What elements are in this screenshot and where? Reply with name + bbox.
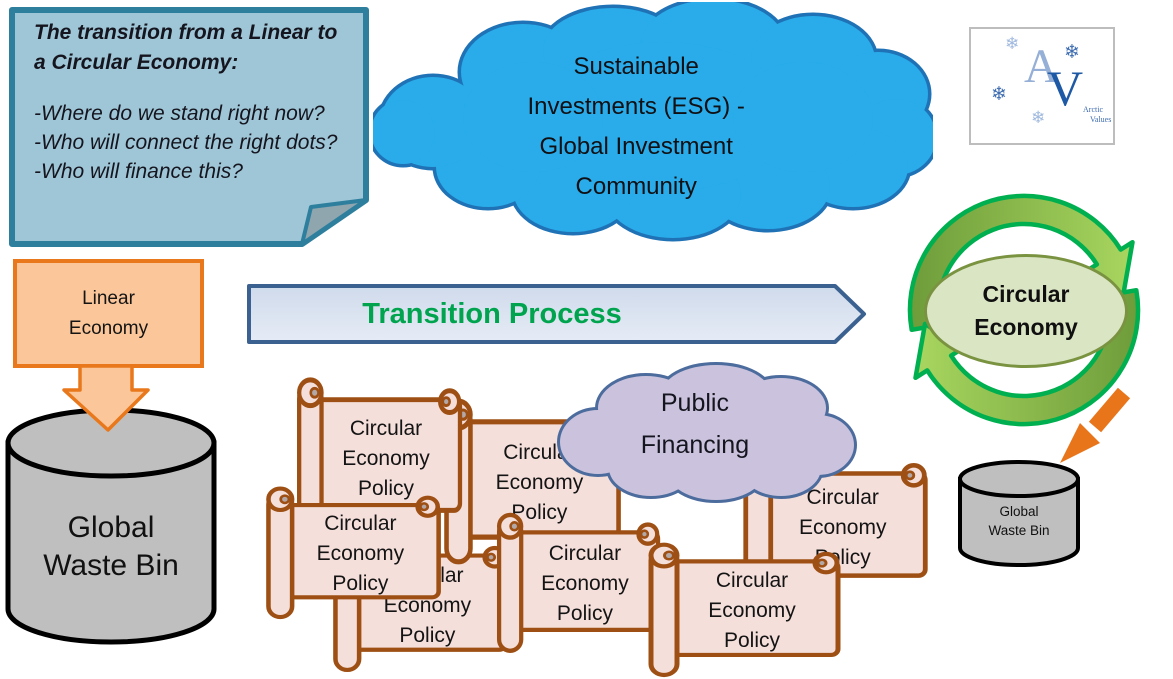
esg-cloud-label: Sustainable Investments (ESG) - Global I… [527, 53, 745, 200]
policy-scroll-label: Circular Economy Policy [541, 542, 629, 626]
cylinder-shape [958, 460, 1080, 567]
label-line: Waste Bin [988, 523, 1050, 538]
arctic-values-logo: ❄ ❄ ❄ ❄ A V Arctic Values [969, 27, 1115, 145]
leakage-arrow [1060, 387, 1131, 463]
folded-corner [300, 198, 368, 246]
linear-to-waste-arrow [62, 366, 150, 432]
transition-banner-shape [247, 284, 866, 344]
policy-scroll: Circular Economy Policy [294, 372, 466, 540]
linear-economy-box: Linear Economy [13, 259, 204, 368]
public-financing-cloud-shape [557, 362, 857, 503]
transition-banner-label: Transition Process [362, 297, 622, 330]
linear-economy-label: Linear Economy [68, 287, 149, 339]
recycle-arrows-icon [907, 193, 1141, 427]
global-waste-bin-large-label: Global Waste Bin [4, 509, 218, 585]
circular-economy-label: Circular Economy [974, 281, 1078, 340]
snowflake-icon: ❄ [1064, 42, 1080, 63]
policy-scroll-label: Circular Economy Policy [316, 512, 405, 596]
public-financing-cloud: Public Financing [556, 360, 858, 508]
sticky-question: -Where do we stand right now? [34, 102, 325, 125]
policy-scroll: Circular Economy Policy [494, 508, 664, 656]
global-waste-bin-small: Global Waste Bin [957, 460, 1081, 572]
label-line: Global [67, 511, 155, 544]
logo-letter-a: A [1024, 40, 1059, 93]
snowflake-icon: ❄ [991, 84, 1007, 105]
policy-scroll: Circular Economy Policy [645, 538, 845, 679]
sticky-question: -Who will connect the right dots? [34, 131, 338, 154]
label-line: Global [999, 504, 1039, 519]
snowflake-icon: ❄ [1005, 34, 1020, 53]
sticky-note-text: The transition from a Linear to a Circul… [34, 18, 364, 186]
global-waste-bin-small-label: Global Waste Bin [957, 502, 1081, 540]
policy-scroll-label: Circular Economy Policy [342, 416, 430, 500]
sticky-note: The transition from a Linear to a Circul… [6, 4, 372, 250]
logo-name: Arctic Values [1083, 105, 1111, 125]
sticky-note-title: The transition from a Linear to a Circul… [34, 21, 338, 74]
policy-scroll: Circular Economy Policy [263, 482, 445, 622]
sticky-note-questions: -Where do we stand right now? -Who will … [34, 99, 364, 186]
policy-scroll: Circular Economy Policy [740, 448, 932, 603]
sticky-note-shape [9, 7, 369, 247]
policy-scroll-label: Circular Economy Policy [708, 569, 796, 653]
sticky-question: -Who will finance this? [34, 160, 243, 183]
logo-letter-v: V [1047, 60, 1084, 116]
logo-name-line: Values [1090, 115, 1112, 124]
esg-cloud: Sustainable Investments (ESG) - Global I… [373, 2, 933, 248]
public-financing-label: Public Financing [640, 389, 750, 459]
label-line: Waste Bin [43, 549, 179, 582]
global-waste-bin-large: Global Waste Bin [4, 406, 218, 650]
logo-name-line: Arctic [1083, 105, 1103, 114]
esg-cloud-shape [373, 2, 933, 242]
transition-banner: Transition Process [247, 283, 867, 345]
snowflake-icon: ❄ [1031, 108, 1046, 127]
circular-economy-ellipse: Circular Economy [924, 254, 1128, 368]
policy-scroll-label: Circular Economy Policy [798, 485, 887, 569]
cylinder-shape [5, 407, 217, 645]
